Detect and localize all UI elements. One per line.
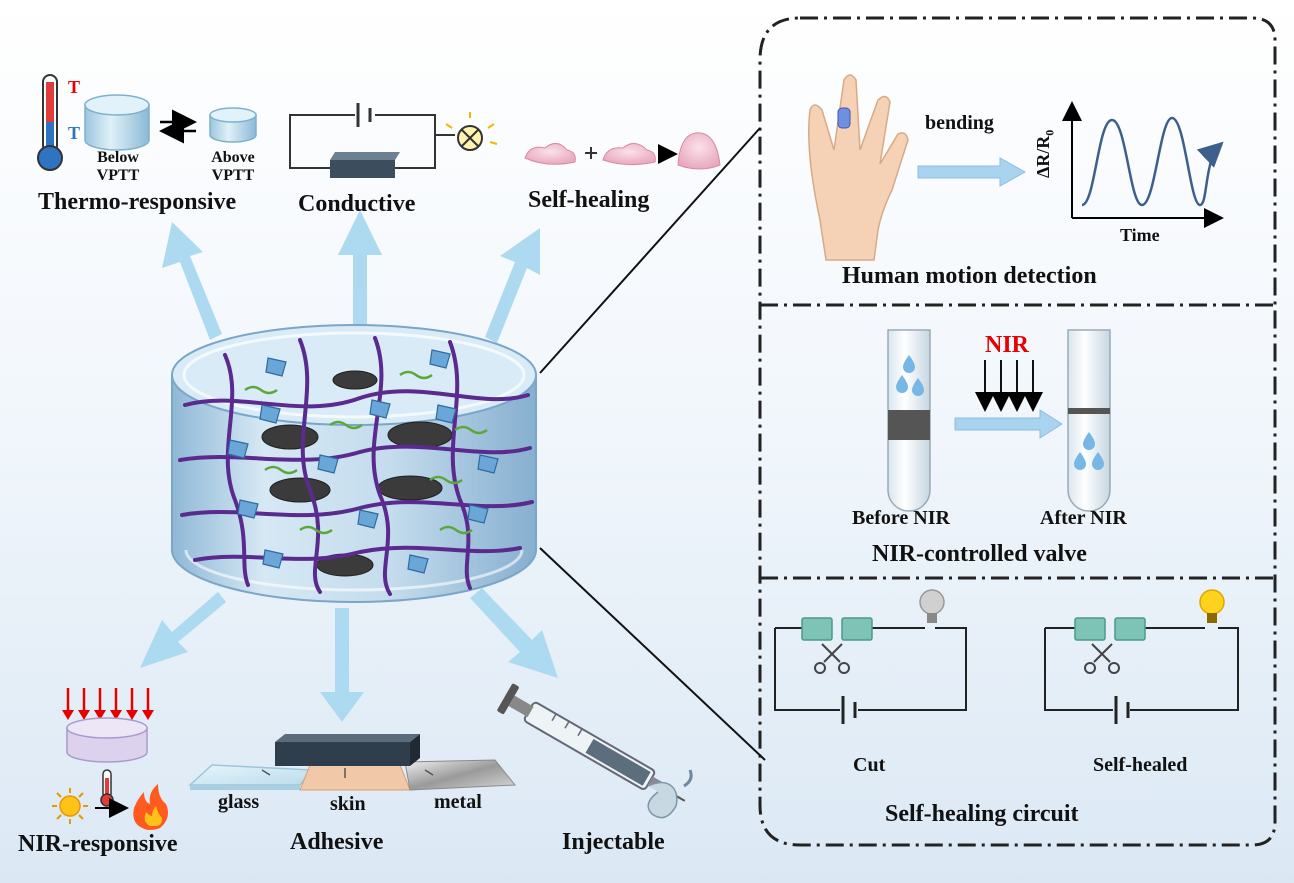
signal-x-axis-label: Time xyxy=(1120,225,1160,245)
above-vptt-line2: VPTT xyxy=(211,167,255,184)
adhesive-gel-block-icon xyxy=(275,734,420,766)
cyclodextrin-units xyxy=(227,349,499,574)
conductive-title: Conductive xyxy=(298,191,416,217)
signal-chart xyxy=(1062,101,1224,228)
nir-irradiation-arrows xyxy=(975,360,1043,412)
tube-after-icon xyxy=(1067,329,1111,512)
thermometer-icon xyxy=(37,74,63,171)
after-nir-label: After NIR xyxy=(1040,507,1127,529)
skin-label: skin xyxy=(330,793,366,815)
thermo-responsive-title: Thermo-responsive xyxy=(38,189,237,215)
adhesive-title: Adhesive xyxy=(290,829,384,855)
connector-line-top xyxy=(539,127,761,374)
sun-icon xyxy=(52,788,88,824)
thermo-low-label: T xyxy=(68,123,81,143)
tube-before-icon xyxy=(887,329,931,512)
arrow-adhesive xyxy=(320,608,364,722)
glass-label: glass xyxy=(218,791,260,813)
nir-arrow-heads xyxy=(62,710,154,720)
hydrogel-cylinder xyxy=(171,324,537,603)
gel-swollen-icon xyxy=(84,94,150,151)
self-healed-label: Self-healed xyxy=(1093,754,1188,776)
conductive-circuit-icon xyxy=(289,103,455,169)
bending-arrow xyxy=(917,157,1027,187)
metal-label: metal xyxy=(434,791,482,813)
hand-icon xyxy=(808,74,909,261)
injectable-title: Injectable xyxy=(562,829,665,855)
adhesion-marks xyxy=(261,768,434,778)
arrow-thermo xyxy=(162,222,222,340)
guest-linkers xyxy=(244,370,488,535)
below-vptt-line2: VPTT xyxy=(96,167,140,184)
thermo-high-label: T xyxy=(68,77,81,97)
signal-wave xyxy=(1081,116,1224,207)
below-vptt-line1: Below xyxy=(97,149,139,166)
gel-piece-right-icon xyxy=(602,143,656,166)
self-healing-circuit-title: Self-healing circuit xyxy=(885,801,1079,827)
scissors-icon xyxy=(814,643,850,674)
metal-substrate-icon xyxy=(404,759,517,791)
arrow-selfhealing xyxy=(485,228,540,343)
before-nir-label: Before NIR xyxy=(852,507,950,529)
gel-piece-left-icon xyxy=(524,143,576,165)
nir-valve-title: NIR-controlled valve xyxy=(872,541,1087,567)
polymer-network xyxy=(178,336,534,596)
nir-arrows-icon xyxy=(66,688,150,712)
equilibrium-arrows xyxy=(159,109,197,144)
glass-substrate-icon xyxy=(188,764,314,790)
signal-y-axis-label: ΔR/R0 xyxy=(1033,129,1057,178)
connector-line-bottom xyxy=(539,547,766,761)
arrow-injectable xyxy=(470,588,558,678)
arrow-nir xyxy=(140,592,226,668)
circuit-cut-icon xyxy=(774,589,967,724)
applications-panel-border xyxy=(758,16,1277,847)
lamp-lit-icon xyxy=(1199,589,1225,623)
gel-healed-icon xyxy=(677,132,721,170)
injected-gel-drop xyxy=(647,781,678,819)
circuit-healed-icon xyxy=(1044,589,1239,724)
gel-nir-icon xyxy=(66,717,148,763)
cut-label: Cut xyxy=(853,754,886,776)
motion-detection-title: Human motion detection xyxy=(842,263,1097,289)
lamp-off-icon xyxy=(919,589,945,623)
gel-shrunk-icon xyxy=(209,107,257,143)
conductive-block-icon xyxy=(330,152,400,178)
bending-label: bending xyxy=(925,112,994,134)
signal-y-axis-main: ΔR/R xyxy=(1033,135,1053,178)
above-vptt-line1: Above xyxy=(211,149,255,166)
self-healing-title: Self-healing xyxy=(528,187,650,213)
lamp-on-icon xyxy=(445,112,498,151)
fire-icon xyxy=(133,784,168,830)
property-arrows xyxy=(140,210,558,722)
valve-process-arrow xyxy=(954,409,1063,439)
nir-stimulus-label: NIR xyxy=(985,332,1030,358)
nir-responsive-title: NIR-responsive xyxy=(18,831,178,857)
arrow-conductive xyxy=(338,210,382,335)
scissors-icon-2 xyxy=(1084,643,1120,674)
thermometer-small-icon xyxy=(100,769,114,807)
signal-y-axis-sub: 0 xyxy=(1042,129,1057,136)
plus-sign xyxy=(585,147,597,159)
injected-gel-stream xyxy=(683,769,693,788)
